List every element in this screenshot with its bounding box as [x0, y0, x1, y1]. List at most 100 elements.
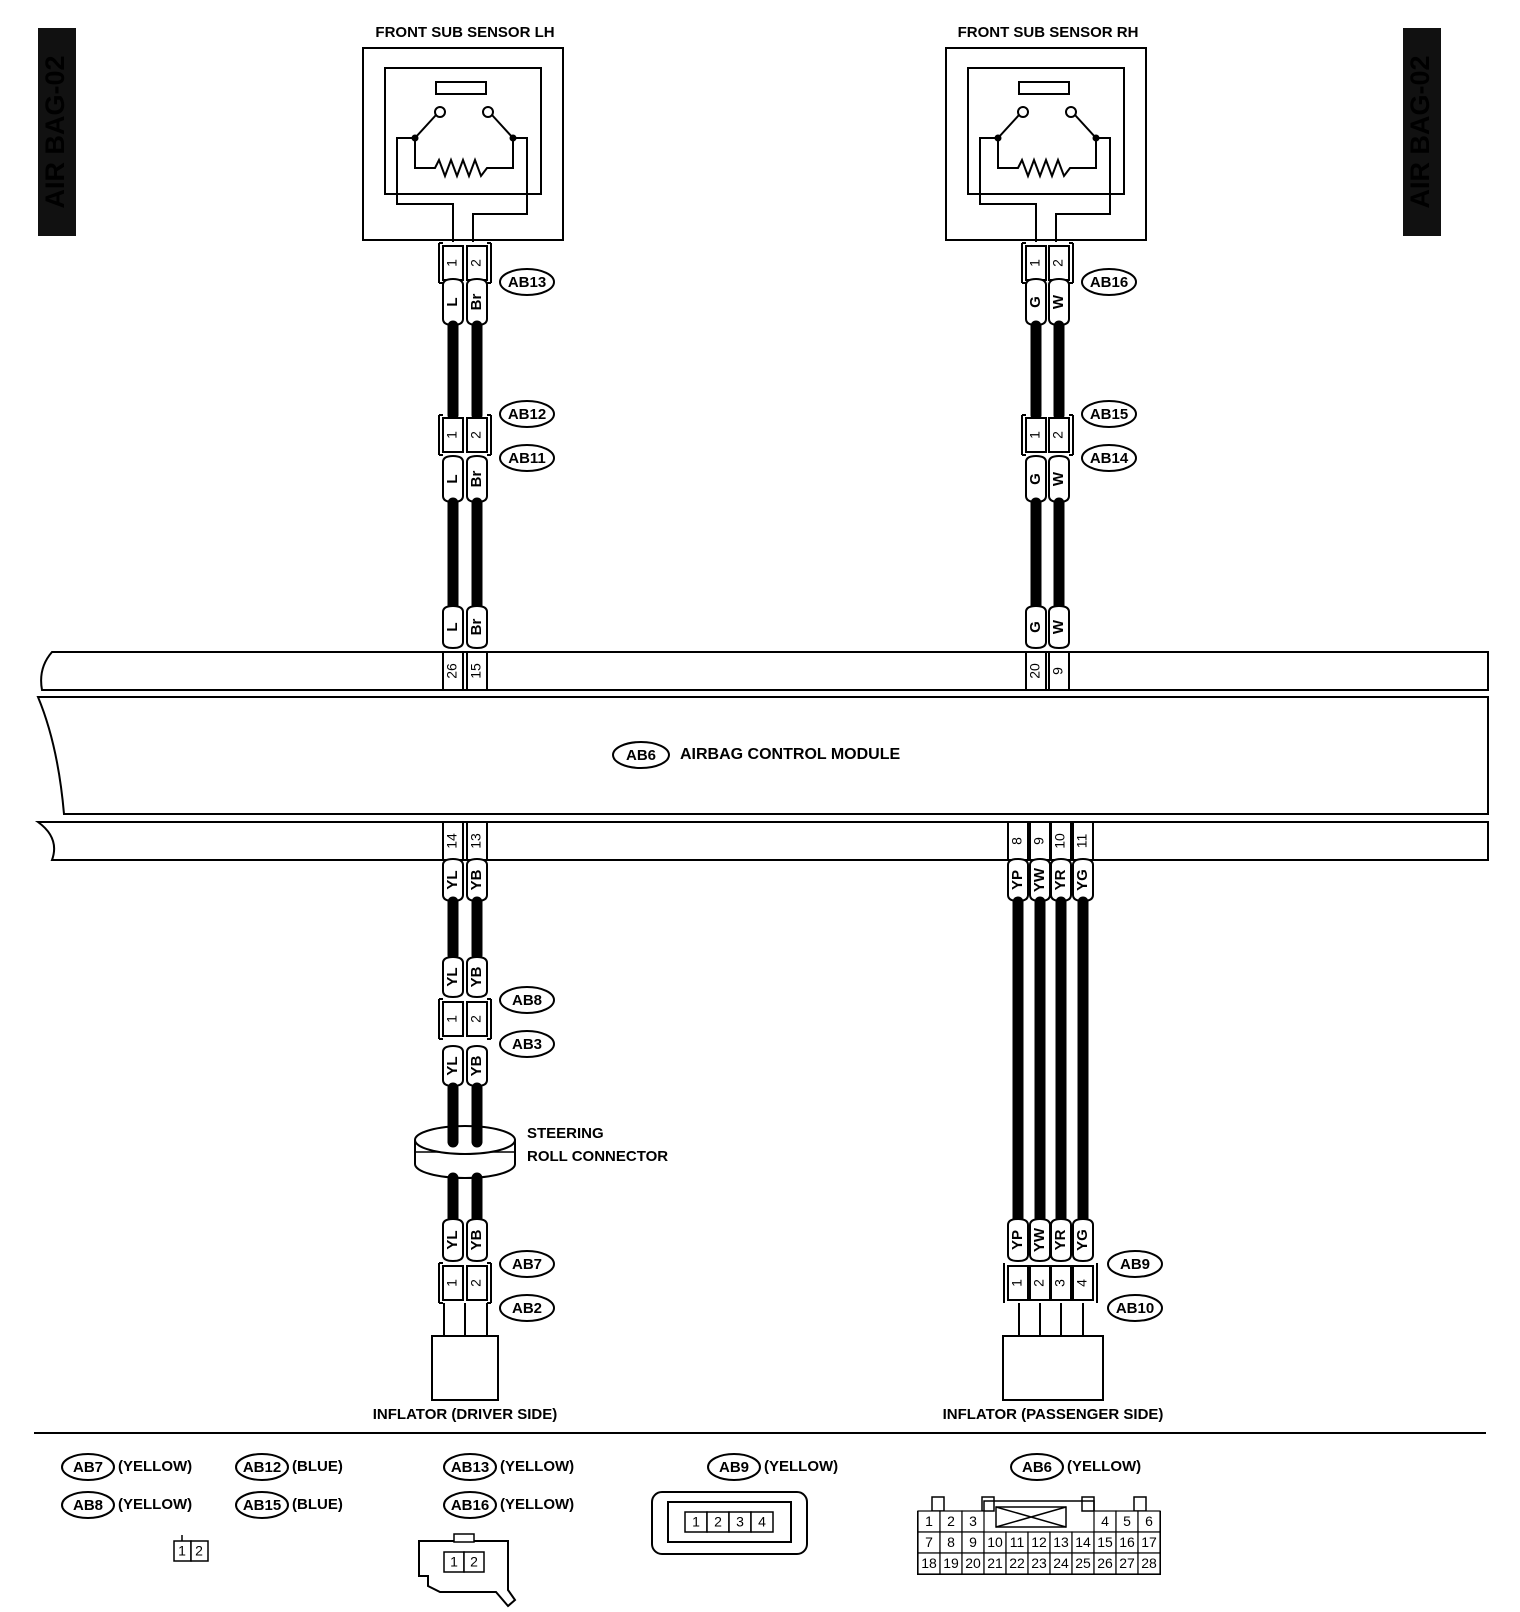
sensor-lh-connector-code-oval: [499, 268, 555, 296]
passenger-inflator-connector-pin-1-cell: [1007, 1265, 1029, 1301]
sensor-rh-connector-code: AB16: [1090, 274, 1128, 291]
sensor-rh-title: FRONT SUB SENSOR RH: [958, 24, 1139, 41]
legend-code-AB6: AB6: [1022, 1459, 1052, 1476]
driver-inline-pin-1-cell: [442, 1001, 464, 1037]
legend-4pin-pin-2: 2: [714, 1514, 722, 1530]
sensor-lh-connector-pin-2: 2: [468, 259, 484, 267]
sensor-rh-switch-contact-b: [1065, 106, 1077, 118]
sensor-lh-connector-shell: [438, 242, 492, 284]
legend-code-AB15: AB15: [243, 1497, 281, 1514]
steering-label-line-1: STEERING: [527, 1125, 604, 1142]
passenger-inflator-label: INFLATOR (PASSENGER SIDE): [943, 1406, 1164, 1423]
legend-ab6-pin-16: 16: [1119, 1534, 1135, 1550]
legend-ab6-pin-25: 25: [1075, 1555, 1091, 1571]
legend-color-AB16: (YELLOW): [500, 1496, 574, 1513]
sensor-lh-inline-upper-code-oval: [499, 400, 555, 428]
module-bottom-rail: [34, 821, 1489, 861]
sensor-rh-connector-shell: [1021, 242, 1074, 284]
sensor-lh-inline-lower-code-oval: [499, 444, 555, 472]
driver-inline-lower-code: AB3: [512, 1036, 542, 1053]
legend-ab6-pin-9: 9: [969, 1534, 977, 1550]
legend-4pin-pin-4: 4: [758, 1514, 766, 1530]
sensor-lh-wire-1-tag: [442, 277, 464, 327]
legend-ab6-pin-26: 26: [1097, 1555, 1113, 1571]
sensor-rh-connector-pin-1: 1: [1027, 259, 1043, 267]
sensor-rh-inline-pin-2-cell: [1048, 417, 1070, 453]
legend-ab6-pin-17: 17: [1141, 1534, 1157, 1550]
page-code-left: AIR BAG-02: [40, 55, 70, 208]
legend-code-AB8: AB8: [73, 1497, 103, 1514]
passenger-inflator-wire-4: YG: [1074, 1229, 1091, 1251]
legend-color-AB13: (YELLOW): [500, 1458, 574, 1475]
passenger-inflator-connector-pin-3: 3: [1052, 1279, 1068, 1287]
module-name: AIRBAG CONTROL MODULE: [680, 746, 900, 763]
legend-ab6-pin-14: 14: [1075, 1534, 1091, 1550]
passenger-module-wire-4: YG: [1074, 869, 1091, 891]
passenger-module-wire-2: YW: [1031, 867, 1048, 892]
driver-inflator-pigtail: [443, 1303, 488, 1336]
legend-ab6-pin-10: 10: [987, 1534, 1003, 1550]
legend-code-AB12: AB12: [243, 1459, 281, 1476]
legend-ab6-pin-7: 7: [925, 1534, 933, 1550]
sensor-rh-element: [1018, 81, 1070, 95]
driver-inflator-connector-pin-2-cell: [466, 1265, 488, 1301]
driver-inline-upper-code: AB8: [512, 992, 542, 1009]
module-pin-26-cell: [442, 651, 464, 691]
sensor-rh-inline-shell: [1021, 414, 1074, 456]
driver-inline-upper-code-oval: [499, 986, 555, 1014]
legend-code-AB12-oval: [235, 1453, 289, 1481]
sensor-lh-inner: [384, 67, 542, 195]
passenger-module-wire-1: YP: [1009, 870, 1026, 890]
legend-code-AB9: AB9: [719, 1459, 749, 1476]
module-pin-20: 20: [1027, 663, 1043, 679]
legend-ab6-pin-11: 11: [1010, 1534, 1025, 1550]
module-pin-8: 8: [1009, 837, 1025, 845]
sensor-rh-inline-wire-2: W: [1050, 471, 1067, 486]
driver-inline-pin-1: 1: [444, 1015, 460, 1023]
passenger-inflator-wire-4-tag: [1072, 1217, 1094, 1263]
module-body: [36, 696, 1489, 815]
sensor-rh-connector-code-oval: [1081, 268, 1137, 296]
passenger-inflator-connector-pin-1: 1: [1009, 1279, 1025, 1287]
driver-inline-wire-top-2-tag: [466, 955, 488, 999]
driver-inflator-wire-1-tag: [442, 1217, 464, 1263]
passenger-inflator-connector-pin-4-cell: [1072, 1265, 1094, 1301]
sensor-lh-element: [435, 81, 487, 95]
legend-ab6-pin-22: 22: [1009, 1555, 1025, 1571]
driver-module-wire-2-tag: [466, 857, 488, 903]
sensor-rh-wire-1-tag: [1025, 277, 1047, 327]
driver-inflator-connector-pin-1-cell: [442, 1265, 464, 1301]
module-pin-26: 26: [444, 663, 460, 679]
sensor-lh-module-wire-2-tag: [466, 604, 488, 650]
legend-ab6-pin-21: 21: [987, 1555, 1003, 1571]
sensor-rh-module-wire-1: G: [1027, 621, 1044, 633]
driver-inline-wire-top-1-tag: [442, 955, 464, 999]
legend-color-AB15: (BLUE): [292, 1496, 343, 1513]
driver-inline-lower-code-oval: [499, 1030, 555, 1058]
sensor-lh-module-wire-1: L: [444, 622, 461, 631]
legend-ab6-pin-23: 23: [1031, 1555, 1047, 1571]
legend-ab6-pin-13: 13: [1053, 1534, 1069, 1550]
legend-ab6-tab-4: [1133, 1496, 1147, 1512]
legend-color-AB12: (BLUE): [292, 1458, 343, 1475]
driver-inline-pin-2: 2: [468, 1015, 484, 1023]
legend-2pin-b-pin-2: 2: [470, 1554, 478, 1570]
sensor-lh-housing: [362, 47, 564, 241]
driver-inflator-upper-code: AB7: [512, 1256, 542, 1273]
legend-color-AB8: (YELLOW): [118, 1496, 192, 1513]
driver-inline-wire-top-2: YB: [468, 966, 485, 987]
module-connector-code-oval: [612, 741, 670, 769]
sensor-lh-title: FRONT SUB SENSOR LH: [375, 24, 554, 41]
passenger-inflator-connector-pin-4: 4: [1074, 1279, 1090, 1287]
sensor-lh-wire-1: L: [444, 297, 461, 306]
module-pin-11: 11: [1074, 834, 1090, 849]
driver-inflator-connector-shell: [438, 1262, 492, 1304]
passenger-inflator-upper-code-oval: [1107, 1250, 1163, 1278]
legend-ab6-pin-19: 19: [943, 1555, 959, 1571]
legend-ab6-pin-4: 4: [1101, 1513, 1109, 1529]
passenger-inflator-lower-code-oval: [1107, 1294, 1163, 1322]
sensor-lh-wire-2: Br: [468, 294, 485, 311]
legend-ab6-key: [983, 1500, 1095, 1511]
legend-4pin-pin-3: 3: [736, 1514, 744, 1530]
sensor-rh-switch-contact-a: [1017, 106, 1029, 118]
